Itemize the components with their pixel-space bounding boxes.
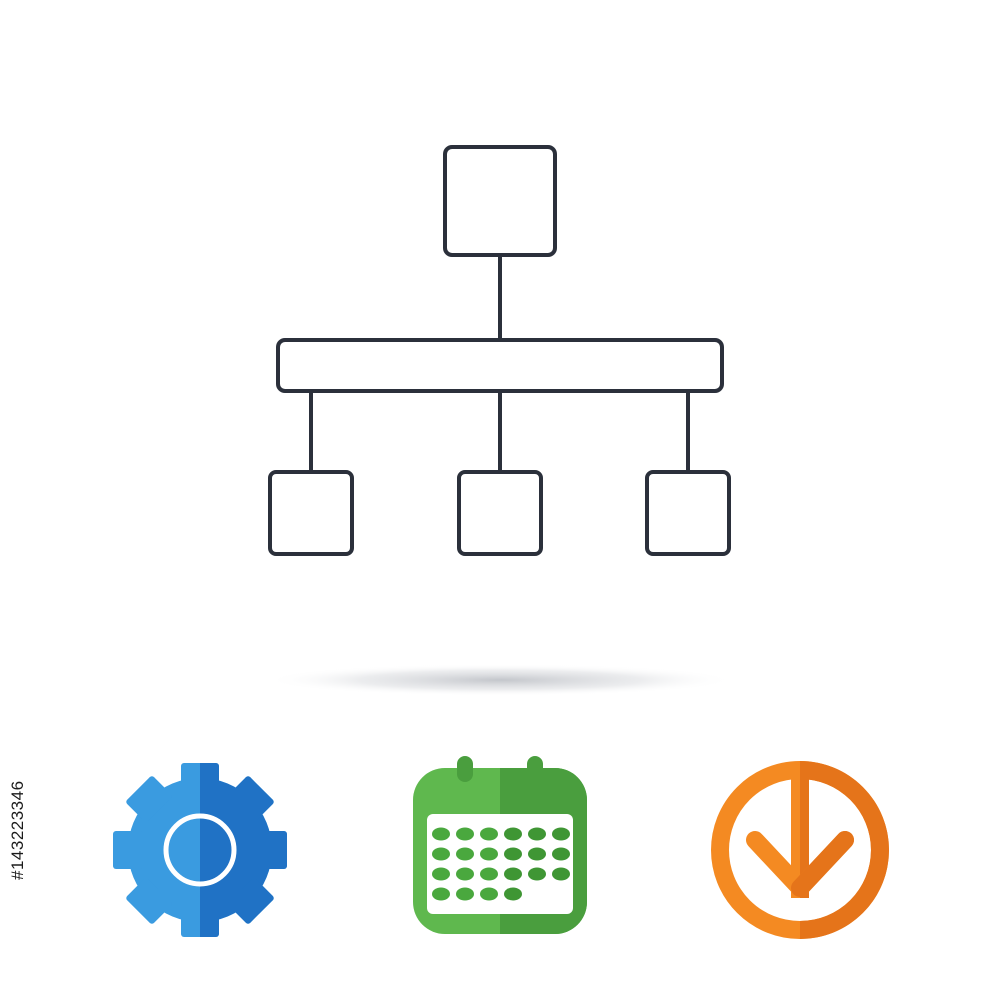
calendar-day-dot	[432, 887, 450, 901]
hierarchy-icon	[268, 145, 731, 556]
calendar-day-dot	[552, 827, 570, 841]
calendar-day-dot	[552, 867, 570, 881]
icon-shadow	[265, 664, 735, 696]
calendar-icon[interactable]	[413, 756, 587, 934]
hierarchy-child-box-right	[645, 470, 731, 556]
calendar-day-dot	[432, 867, 450, 881]
stock-id-text: #143223346	[8, 780, 27, 880]
calendar-day-dot	[432, 847, 450, 861]
gear-center-ring	[163, 813, 237, 887]
calendar-day-dot	[456, 847, 474, 861]
calendar-day-dot	[432, 827, 450, 841]
calendar-day-dot	[456, 887, 474, 901]
calendar-day-dot	[528, 847, 546, 861]
calendar-day-dot	[504, 887, 522, 901]
calendar-day-dot	[480, 887, 498, 901]
calendar-day-dot	[504, 867, 522, 881]
calendar-day-dot	[480, 847, 498, 861]
calendar-ring-right	[527, 756, 543, 782]
download-arrow-icon[interactable]	[711, 761, 889, 939]
hierarchy-bus-bar	[276, 338, 724, 393]
calendar-day-dot	[456, 867, 474, 881]
calendar-day-dot	[480, 827, 498, 841]
hierarchy-child-box-left	[268, 470, 354, 556]
hierarchy-child-box-middle	[457, 470, 543, 556]
calendar-day-dot	[552, 847, 570, 861]
calendar-day-dot	[504, 827, 522, 841]
calendar-day-dot	[528, 867, 546, 881]
gear-icon[interactable]	[113, 755, 295, 945]
calendar-page	[427, 814, 573, 914]
calendar-days-grid	[432, 827, 570, 901]
calendar-day-dot	[528, 827, 546, 841]
hierarchy-root-box	[443, 145, 557, 257]
calendar-day-dot	[456, 827, 474, 841]
calendar-ring-left	[457, 756, 473, 782]
calendar-day-dot	[504, 847, 522, 861]
calendar-day-dot	[480, 867, 498, 881]
